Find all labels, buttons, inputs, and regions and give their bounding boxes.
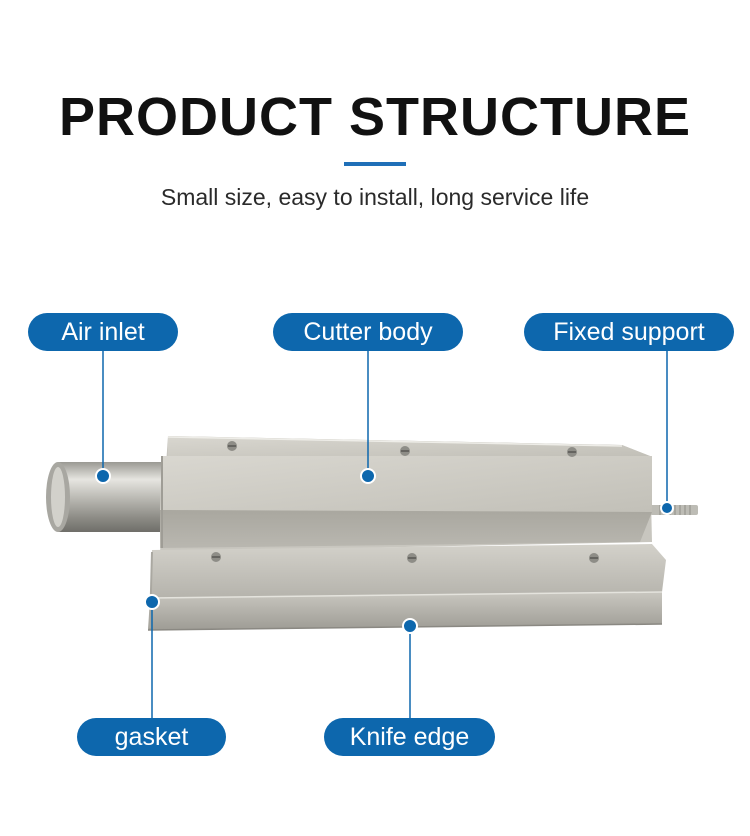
label-fixed-support: Fixed support (524, 313, 734, 351)
title-underline (344, 162, 406, 166)
label-air-inlet: Air inlet (28, 313, 178, 351)
air-inlet-cylinder (46, 462, 162, 532)
fixed-support-rod (650, 505, 698, 515)
page-title: PRODUCT STRUCTURE (59, 87, 691, 147)
leader-lines (102, 350, 668, 720)
marker-dots (95, 468, 674, 634)
label-knife-edge: Knife edge (324, 718, 495, 756)
screw-icon (211, 441, 599, 563)
label-gasket: gasket (77, 718, 226, 756)
label-cutter-body: Cutter body (273, 313, 463, 351)
page-subtitle: Small size, easy to install, long servic… (160, 184, 590, 210)
cutter-body (160, 436, 652, 552)
knife-plate (147, 544, 666, 631)
